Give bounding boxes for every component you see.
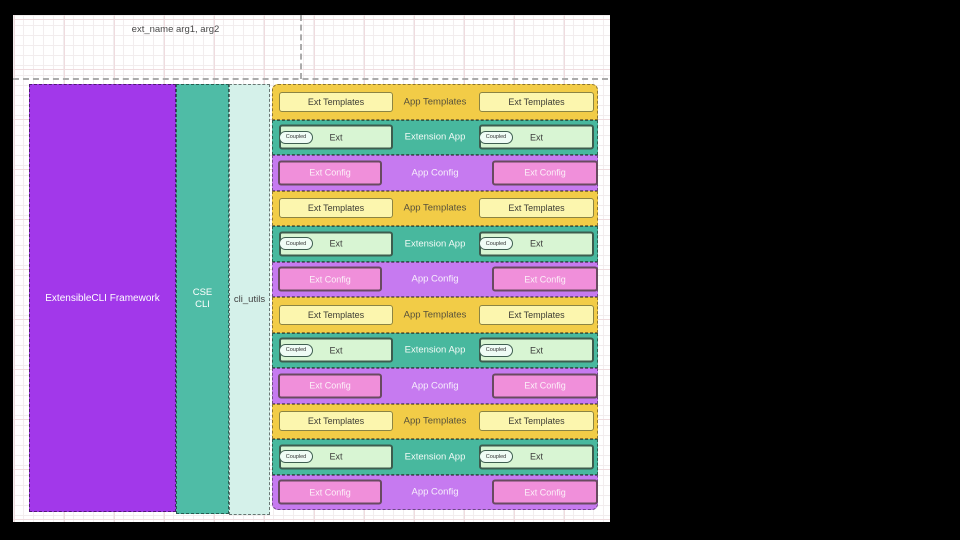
dashed-guide-horizontal — [13, 78, 608, 80]
ext-config-box-label: Ext Config — [309, 167, 351, 178]
ext-templates-box[interactable]: Ext Templates — [479, 198, 594, 219]
ext-templates-box-label: Ext Templates — [508, 203, 565, 214]
cse-cli-label-line2: CLI — [195, 299, 210, 310]
annotation-label: ext_name arg1, arg2 — [131, 24, 220, 35]
cse-cli-box[interactable]: CSE CLI — [176, 84, 229, 514]
ext-templates-box[interactable]: Ext Templates — [279, 91, 393, 112]
ext-config-box-label: Ext Config — [524, 487, 566, 498]
ext-config-box-label: Ext Config — [524, 274, 566, 285]
ext-config-box[interactable]: Ext Config — [492, 266, 598, 292]
ext-box-label: Ext — [529, 132, 543, 143]
dashed-guide-vertical — [300, 15, 302, 79]
coupled-badge[interactable]: Coupled — [479, 450, 513, 464]
cli-utils-label: cli_utils — [233, 294, 266, 305]
ext-config-box[interactable]: Ext Config — [278, 266, 382, 292]
ext-config-box-label: Ext Config — [524, 167, 566, 178]
ext-templates-box-label: Ext Templates — [508, 416, 565, 427]
ext-config-box-label: Ext Config — [524, 380, 566, 391]
framework-box-label: ExtensibleCLI Framework — [45, 292, 160, 304]
ext-box[interactable]: Coupled Ext — [479, 444, 594, 470]
ext-box-label: Ext — [529, 238, 543, 249]
ext-box[interactable]: Coupled Ext — [479, 231, 594, 257]
ext-templates-box-label: Ext Templates — [307, 309, 365, 320]
cli-utils-box[interactable]: cli_utils — [229, 84, 270, 515]
coupled-badge[interactable]: Coupled — [279, 343, 313, 357]
ext-config-box[interactable]: Ext Config — [492, 160, 598, 186]
ext-templates-box[interactable]: Ext Templates — [479, 411, 594, 432]
diagram-canvas[interactable]: ext_name arg1, arg2 ExtensibleCLI Framew… — [13, 15, 610, 522]
ext-templates-box[interactable]: Ext Templates — [279, 411, 393, 432]
ext-box-label: Ext — [329, 345, 343, 356]
framework-box[interactable]: ExtensibleCLI Framework — [29, 84, 176, 512]
ext-templates-box-label: Ext Templates — [508, 96, 565, 107]
coupled-badge[interactable]: Coupled — [479, 130, 513, 144]
ext-templates-box[interactable]: Ext Templates — [479, 304, 594, 325]
coupled-badge[interactable]: Coupled — [279, 237, 313, 251]
ext-templates-box-label: Ext Templates — [307, 96, 365, 107]
ext-box[interactable]: Coupled Ext — [279, 337, 393, 363]
ext-templates-box-label: Ext Templates — [307, 416, 365, 427]
ext-templates-box[interactable]: Ext Templates — [279, 304, 393, 325]
ext-config-box[interactable]: Ext Config — [492, 373, 598, 399]
ext-config-box[interactable]: Ext Config — [492, 479, 598, 505]
coupled-badge[interactable]: Coupled — [479, 237, 513, 251]
ext-box[interactable]: Coupled Ext — [279, 231, 393, 257]
ext-templates-box-label: Ext Templates — [307, 203, 365, 214]
ext-templates-box[interactable]: Ext Templates — [479, 91, 594, 112]
ext-box[interactable]: Coupled Ext — [279, 124, 393, 150]
ext-box[interactable]: Coupled Ext — [479, 337, 594, 363]
coupled-badge[interactable]: Coupled — [279, 450, 313, 464]
coupled-badge[interactable]: Coupled — [479, 343, 513, 357]
ext-box-label: Ext — [329, 238, 343, 249]
coupled-badge[interactable]: Coupled — [279, 130, 313, 144]
ext-config-box-label: Ext Config — [309, 487, 351, 498]
ext-templates-box[interactable]: Ext Templates — [279, 198, 393, 219]
ext-config-box[interactable]: Ext Config — [278, 160, 382, 186]
ext-box-label: Ext — [529, 345, 543, 356]
ext-box-label: Ext — [329, 132, 343, 143]
cse-cli-label-line1: CSE — [192, 287, 213, 299]
ext-config-box[interactable]: Ext Config — [278, 373, 382, 399]
ext-config-box-label: Ext Config — [309, 380, 351, 391]
ext-box-label: Ext — [529, 451, 543, 462]
ext-box[interactable]: Coupled Ext — [279, 444, 393, 470]
ext-box-label: Ext — [329, 451, 343, 462]
ext-config-box[interactable]: Ext Config — [278, 479, 382, 505]
ext-templates-box-label: Ext Templates — [508, 309, 565, 320]
ext-config-box-label: Ext Config — [309, 274, 351, 285]
ext-box[interactable]: Coupled Ext — [479, 124, 594, 150]
